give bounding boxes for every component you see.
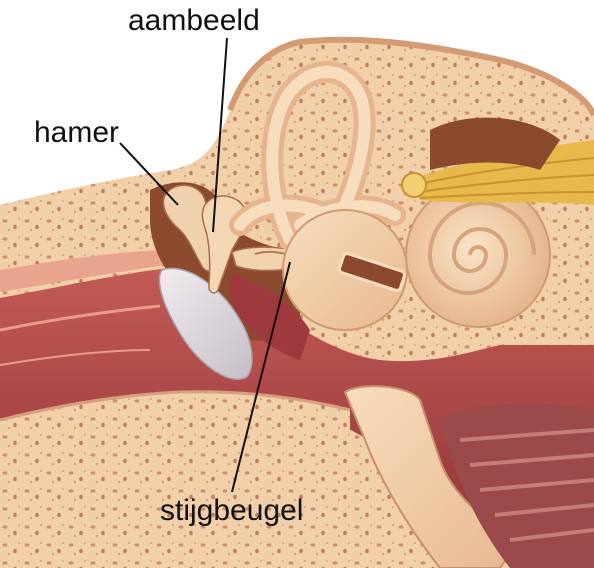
label-hamer: hamer [34, 118, 119, 148]
label-aambeeld: aambeeld [128, 6, 260, 36]
label-stijgbeugel: stijgbeugel [160, 496, 303, 526]
